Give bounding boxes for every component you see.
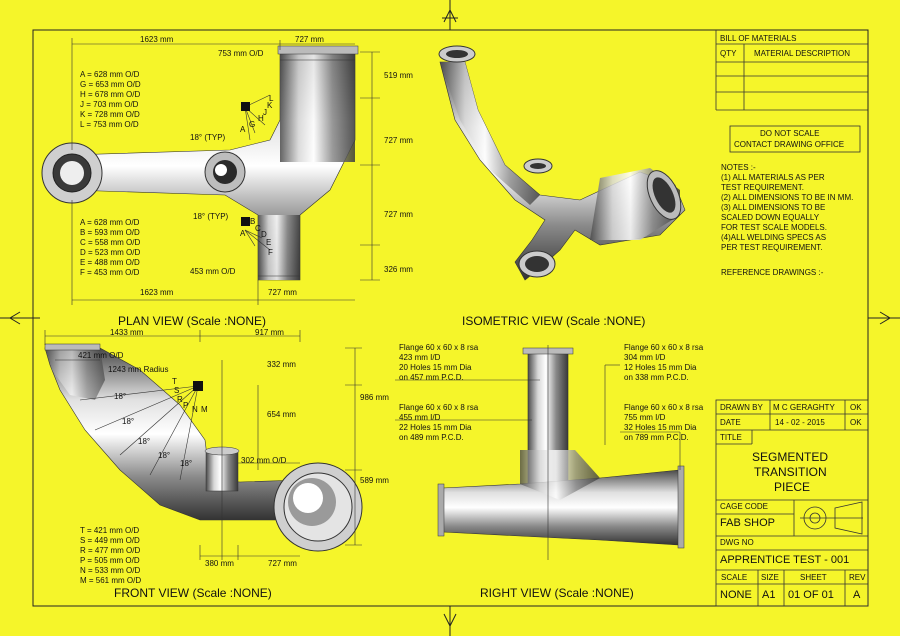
drawing-title-1: SEGMENTED [752, 450, 829, 464]
drawn-by-ok: OK [850, 403, 862, 412]
front-angle-4: 18° [158, 451, 171, 460]
front-radius: 1243 mm Radius [108, 365, 169, 374]
plan-dim-right-2: 727 mm [384, 136, 413, 145]
plan-dim-top-1: 1623 mm [140, 35, 174, 44]
reference-drawings: REFERENCE DRAWINGS :- [721, 268, 824, 277]
front-view-title: FRONT VIEW (Scale :NONE) [114, 586, 272, 600]
size-label: SIZE [761, 573, 779, 582]
size-value: A1 [762, 589, 776, 601]
front-angle-1: 18° [114, 392, 127, 401]
front-dim-302: 302 mm O/D [241, 456, 287, 465]
scale-label: SCALE [721, 573, 748, 582]
front-angle-3: 18° [138, 437, 151, 446]
dwg-no-label: DWG NO [720, 538, 754, 547]
date-ok: OK [850, 418, 862, 427]
front-letter-S: S [174, 386, 180, 395]
front-dim-bottom-1: 380 mm [205, 559, 234, 568]
front-letter-R: R [177, 395, 183, 404]
plan-angle-upper: 18° (TYP) [190, 133, 226, 142]
date-value: 14 - 02 - 2015 [775, 418, 825, 427]
front-dim-right-3: 986 mm [360, 393, 389, 402]
dwg-no-value: APPRENTICE TEST - 001 [720, 554, 850, 566]
front-dim-bottom-2: 727 mm [268, 559, 297, 568]
front-letter-N: N [192, 405, 198, 414]
plan-dim-right-3: 727 mm [384, 210, 413, 219]
bom-material: MATERIAL DESCRIPTION [754, 49, 851, 58]
plan-angle-lower: 18° (TYP) [193, 212, 229, 221]
plan-letter-F: F [268, 248, 273, 257]
isometric-view-pipe [438, 45, 686, 281]
plan-letter-D: D [261, 230, 267, 239]
bom-title: BILL OF MATERIALS [720, 34, 797, 43]
drawing-title-3: PIECE [774, 480, 811, 494]
plan-letter-B: B [250, 217, 256, 226]
plan-dim-753: 753 mm O/D [218, 49, 264, 58]
plan-letter-E: E [266, 238, 272, 247]
plan-view-pipe [41, 45, 359, 281]
plan-letter-G: G [249, 120, 256, 129]
drawn-by-value: M C GERAGHTY [773, 403, 835, 412]
front-dim-right-1: 332 mm [267, 360, 296, 369]
plan-view-title: PLAN VIEW (Scale :NONE) [118, 314, 267, 328]
plan-dim-bottom-1: 1623 mm [140, 288, 174, 297]
sheet-label: SHEET [800, 573, 827, 582]
plan-letter-A-lower: A [240, 229, 246, 238]
front-dim-top-1: 1433 mm [110, 328, 144, 337]
warning-line-2: CONTACT DRAWING OFFICE [734, 140, 845, 149]
drawn-by-label: DRAWN BY [720, 403, 763, 412]
plan-letter-H: H [258, 114, 264, 123]
front-letter-P: P [183, 401, 189, 410]
notes: NOTES :- (1) ALL MATERIALS AS PER TEST R… [721, 163, 854, 252]
plan-dim-453: 453 mm O/D [190, 267, 236, 276]
sheet-value: 01 OF 01 [788, 589, 834, 601]
front-letter-T: T [172, 377, 177, 386]
front-angle-2: 18° [122, 417, 135, 426]
plan-letter-A-upper: A [240, 125, 246, 134]
right-view-title: RIGHT VIEW (Scale :NONE) [480, 586, 634, 600]
front-dim-top-2: 917 mm [255, 328, 284, 337]
warning-line-1: DO NOT SCALE [760, 129, 820, 138]
drawing-title-2: TRANSITION [754, 465, 827, 479]
date-label: DATE [720, 418, 741, 427]
title-label: TITLE [720, 433, 742, 442]
plan-letter-L: L [269, 94, 274, 103]
front-dim-right-4: 589 mm [360, 476, 389, 485]
plan-dim-top-2: 727 mm [295, 35, 324, 44]
front-view-pipe [44, 343, 363, 552]
isometric-view-title: ISOMETRIC VIEW (Scale :NONE) [462, 314, 646, 328]
plan-letter-J: J [263, 108, 267, 117]
rev-value: A [853, 589, 861, 601]
projection-symbol-icon [800, 501, 863, 535]
bom-qty: QTY [720, 49, 737, 58]
cage-code-value: FAB SHOP [720, 517, 776, 529]
scale-value: NONE [720, 589, 752, 601]
plan-dim-right-1: 519 mm [384, 71, 413, 80]
plan-dim-right-4: 326 mm [384, 265, 413, 274]
rev-label: REV [849, 573, 866, 582]
front-letter-M: M [201, 405, 208, 414]
front-dim-right-2: 654 mm [267, 410, 296, 419]
plan-letter-C: C [255, 224, 261, 233]
plan-dim-bottom-2: 727 mm [268, 288, 297, 297]
front-dim-421: 421 mm O/D [78, 351, 124, 360]
plan-letter-K: K [267, 101, 273, 110]
cage-code-label: CAGE CODE [720, 502, 769, 511]
front-angle-5: 18° [180, 459, 193, 468]
